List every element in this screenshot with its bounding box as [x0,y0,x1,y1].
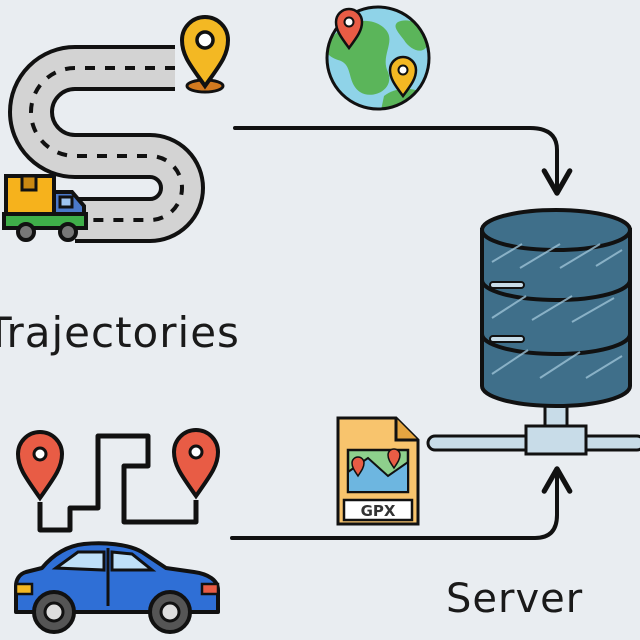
map-pin-icon [179,15,231,94]
trajectories-label: Trajectories [0,308,240,357]
gpx-file-label: GPX [361,502,396,520]
map-pin-icon [334,7,364,51]
globe-icon [325,5,431,111]
arrow-trajectories-to-server [233,126,573,196]
route-path-icon [15,428,221,533]
database-server-icon [426,208,640,456]
delivery-truck-icon [2,174,88,242]
map-pin-icon [388,55,418,99]
server-label: Server [446,576,584,622]
map-pin-icon [15,430,65,502]
arrow-route-to-server [230,466,573,540]
car-icon [14,541,220,634]
map-pin-icon [171,428,221,500]
winding-road-icon [8,45,205,243]
gpx-file-icon: GPX [336,416,420,526]
